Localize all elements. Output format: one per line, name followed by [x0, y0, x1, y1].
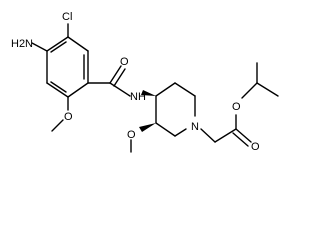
wedge-c3-to-methoxy-o — [139, 123, 156, 132]
molecular-structure-diagram: H2N Cl O O NH O N O O — [11, 11, 279, 153]
atom-label-amide-nh: NH — [130, 91, 146, 103]
atom-label-chloro: Cl — [62, 11, 72, 23]
aryl-substituent-bonds — [31, 23, 111, 132]
atom-label-piperidine-methoxy-o: O — [127, 129, 136, 141]
bond-ch-to-methyl-a — [256, 82, 279, 97]
bond-methoxy-o-to-methyl — [51, 119, 64, 132]
bond-carbonyl-to-nh — [109, 82, 131, 97]
atom-label-aryl-methoxy-o: O — [64, 111, 73, 123]
bond-ch2-to-ester-c — [214, 128, 237, 143]
ester-carbonyl-double-b — [232, 132, 249, 147]
atom-label-ester-ether-o: O — [232, 101, 241, 113]
wedge-c4-to-nh — [141, 90, 156, 96]
bond-n-to-ch2 — [200, 128, 216, 143]
stereo-wedges — [139, 90, 156, 132]
atom-labels: H2N Cl O O NH O N O O — [11, 11, 260, 153]
bond-ring-to-amine — [31, 42, 48, 52]
ester-carbonyl-double-a — [235, 128, 252, 143]
piperidine-ring — [155, 82, 196, 137]
amide-group — [109, 65, 131, 97]
benzene-ring — [46, 36, 89, 98]
amide-carbonyl-double-a — [109, 65, 122, 84]
atom-label-ring-n: N — [191, 121, 199, 133]
atom-label-amine: H2N — [11, 38, 33, 50]
atom-label-ester-carbonyl-o: O — [251, 141, 260, 153]
amide-carbonyl-double-b — [113, 68, 126, 87]
ester-chain — [200, 62, 279, 147]
bond-ester-o-to-ch — [241, 82, 258, 99]
atom-label-amide-o: O — [120, 56, 129, 68]
